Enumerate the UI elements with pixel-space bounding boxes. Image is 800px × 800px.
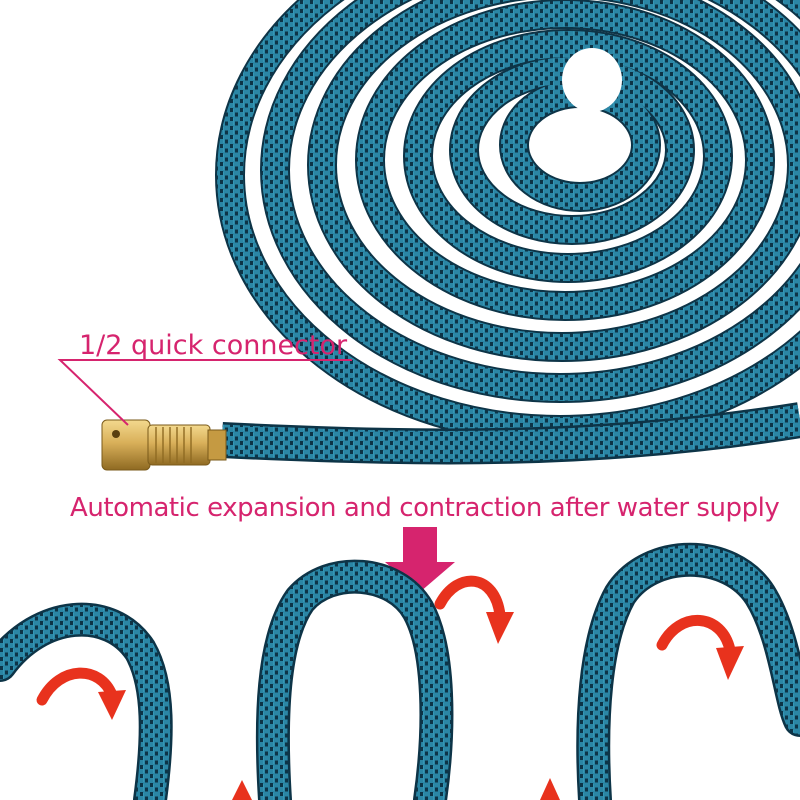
hose-tail <box>221 402 800 465</box>
connector-pointer-line <box>57 359 352 426</box>
flow-arrow-middle-icon <box>434 575 514 644</box>
flow-arrow-left-icon <box>36 667 126 720</box>
quick-connector <box>101 419 227 471</box>
expanded-hose <box>0 542 800 800</box>
flow-arrow-right-icon <box>656 614 744 680</box>
flow-arrow-partial-icons <box>232 778 560 800</box>
connector-label: 1/2 quick connector <box>79 330 348 361</box>
expansion-caption: Automatic expansion and contraction afte… <box>70 493 780 523</box>
coiled-hose <box>215 0 800 445</box>
